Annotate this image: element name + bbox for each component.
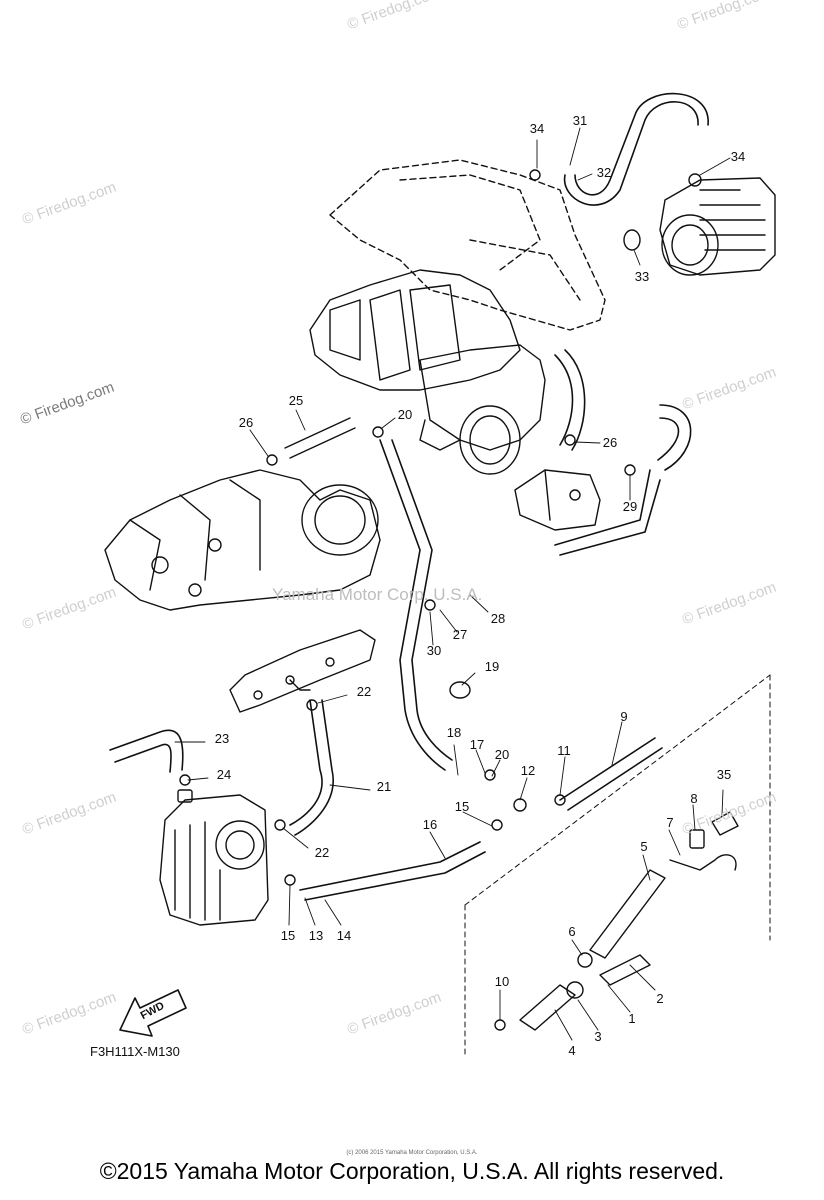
- callout-6: 6: [568, 924, 576, 939]
- callout-15: 15: [454, 799, 470, 814]
- small-print: (c) 2006 2015 Yamaha Motor Corporation, …: [346, 1150, 478, 1156]
- callout-4: 4: [568, 1043, 576, 1058]
- callout-12: 12: [520, 763, 536, 778]
- watermark-center: Yamaha Motor Corp. U.S.A.: [272, 585, 483, 604]
- callout-25: 25: [288, 393, 304, 408]
- callout-34: 34: [730, 149, 746, 164]
- callout-1: 1: [628, 1011, 636, 1026]
- callout-35: 35: [716, 767, 732, 782]
- callout-33: 33: [634, 269, 650, 284]
- callout-22: 22: [314, 845, 330, 860]
- hose-25: [284, 417, 356, 459]
- lower-engine-block: [104, 469, 381, 611]
- callout-28: 28: [490, 611, 506, 626]
- diagram-code: F3H111X-M130: [90, 1044, 180, 1059]
- inset-parts: [519, 811, 739, 1031]
- callout-24: 24: [216, 767, 232, 782]
- callout-8: 8: [690, 791, 698, 806]
- callout-26: 26: [602, 435, 618, 450]
- callout-29: 29: [622, 499, 638, 514]
- intake-box: [659, 177, 776, 276]
- hose-21: [289, 699, 334, 836]
- callout-9: 9: [620, 709, 628, 724]
- callout-26: 26: [238, 415, 254, 430]
- callout-14: 14: [336, 928, 352, 943]
- callout-15: 15: [280, 928, 296, 943]
- leader-lines: [174, 127, 731, 1041]
- callout-30: 30: [426, 643, 442, 658]
- callout-32: 32: [596, 165, 612, 180]
- callout-17: 17: [469, 737, 485, 752]
- callout-19: 19: [484, 659, 500, 674]
- clamps: [179, 169, 702, 1031]
- callout-18: 18: [446, 725, 462, 740]
- fwd-arrow-shape: [119, 989, 187, 1037]
- bracket-assembly: [514, 469, 601, 531]
- callout-23: 23: [214, 731, 230, 746]
- callout-20: 20: [397, 407, 413, 422]
- callout-13: 13: [308, 928, 324, 943]
- hose-23: [109, 729, 184, 773]
- callout-11: 11: [557, 743, 571, 758]
- copyright-footer: ©2015 Yamaha Motor Corporation, U.S.A. A…: [99, 1158, 725, 1184]
- long-hose-right: [554, 349, 692, 471]
- callout-31: 31: [572, 113, 588, 128]
- callout-5: 5: [640, 839, 648, 854]
- callout-27: 27: [452, 627, 468, 642]
- callout-22: 22: [356, 684, 372, 699]
- hose-31: [563, 92, 709, 206]
- callout-10: 10: [494, 974, 510, 989]
- callout-2: 2: [656, 991, 664, 1006]
- valve-body: [159, 789, 269, 926]
- callout-3: 3: [594, 1029, 602, 1044]
- callout-34: 34: [529, 121, 545, 136]
- long-hose-center: [379, 439, 661, 771]
- callout-16: 16: [422, 817, 438, 832]
- hose-9: [559, 737, 663, 811]
- callout-20: 20: [494, 747, 510, 762]
- callout-7: 7: [666, 815, 674, 830]
- upper-engine-block: [309, 269, 546, 475]
- inset-frame: [464, 674, 771, 1056]
- callout-21: 21: [376, 779, 392, 794]
- manifold-plate: [229, 629, 376, 713]
- engine-cover-outline: [329, 159, 606, 331]
- hose-13-14: [299, 841, 486, 901]
